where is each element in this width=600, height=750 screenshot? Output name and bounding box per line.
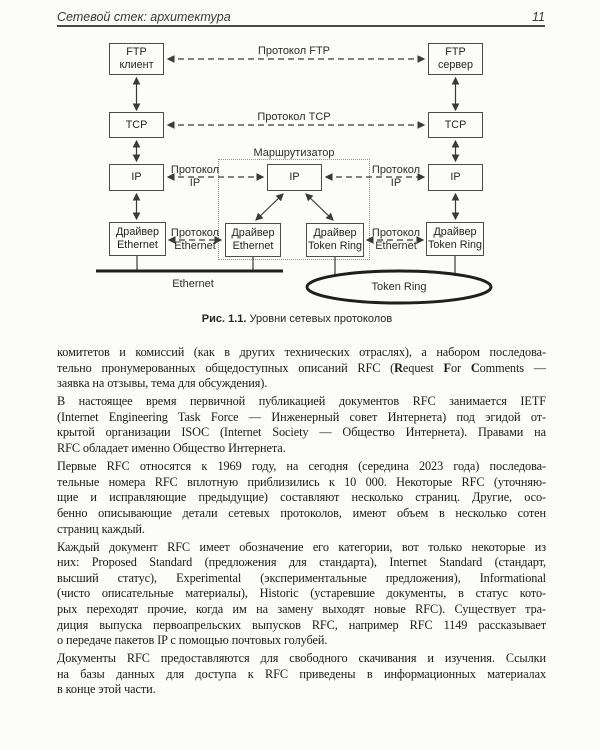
protocol-dashed-arrows <box>166 55 426 244</box>
label-protocol-ip-left: Протокол IP <box>170 164 220 189</box>
text-line: Документы RFC предоставляются для свобод… <box>57 651 546 666</box>
label-protocol-ftp: Протокол FTP <box>258 45 330 57</box>
text-line: бенно описывающие детали сетевых протоко… <box>57 505 546 520</box>
box-tcp-right: TCP <box>428 112 483 138</box>
paragraph-ietf-isoc: В настоящее время первичной публикацией … <box>57 394 546 456</box>
header-rule <box>57 25 545 27</box>
body-text: комитетов и комиссий (как в других техни… <box>57 345 546 701</box>
text-line: (чисто описательные материалы), Historic… <box>57 586 546 601</box>
text-line: заявка на отзывы, тема для обсуждения). <box>57 376 268 391</box>
box-driver-ethernet-left: Драйвер Ethernet <box>109 222 166 256</box>
text-line: крытой организации ISOC (Internet Societ… <box>57 425 546 440</box>
paragraph-rfc-access: Документы RFC предоставляются для свобод… <box>57 651 546 698</box>
text-line: на базы данных для доступа к RFC приведе… <box>57 666 546 681</box>
label-token-ring-network: Token Ring <box>371 281 427 293</box>
paragraph-rfc-history: Первые RFC относятся к 1969 году, на сег… <box>57 459 546 537</box>
text-line: в конце этой части. <box>57 682 156 697</box>
box-driver-token-ring-right: Драйвер Token Ring <box>426 222 484 256</box>
page-number: 11 <box>532 10 545 24</box>
label-protocol-tcp: Протокол TCP <box>257 111 331 123</box>
text-line: них: Proposed Standard (предложения для … <box>57 555 546 570</box>
box-ip-right: IP <box>428 164 483 191</box>
vertical-stack-arrows <box>132 76 460 221</box>
text-line: комитетов и комиссий (как в других техни… <box>57 345 546 359</box>
diagram-wires <box>96 55 493 305</box>
text-line: В настоящее время первичной публикацией … <box>57 394 546 409</box>
text-line: тельные номера RFC вплотную приблизились… <box>57 474 546 489</box>
text-line: Каждый документ RFC имеет обозначение ег… <box>57 539 546 554</box>
token-ring-ellipse <box>305 269 493 305</box>
text-line: рых переходят прочие, когда им на замену… <box>57 602 546 616</box>
text-line: тельно пронумерованных общедоступных опи… <box>57 360 546 375</box>
running-header-title: Сетевой стек: архитектура <box>57 10 231 24</box>
label-protocol-ethernet-right: Протокол Ethernet <box>371 227 421 252</box>
figure-caption: Рис. 1.1. Уровни сетевых протоколов <box>201 313 393 325</box>
text-line: Первые RFC относятся к 1969 году, на сег… <box>57 459 546 474</box>
text-line: (Internet Engineering Task Force — Инжен… <box>57 409 546 424</box>
text-line: о передаче пакетов IP с помощью почтовых… <box>57 633 328 648</box>
text-line: диция выпуска первоапрельских выпусков R… <box>57 617 546 632</box>
box-tcp-left: TCP <box>109 112 164 138</box>
text-line: страниц каждый. <box>57 521 145 536</box>
paragraph-rfc-categories: Каждый документ RFC имеет обозначение ег… <box>57 540 546 649</box>
box-driver-ethernet-router: Драйвер Ethernet <box>225 223 281 257</box>
label-protocol-ip-right: Протокол IP <box>371 164 421 189</box>
figure-network-stack: Маршрутизатор FTP клиент FTP сервер TCP … <box>0 0 600 340</box>
label-protocol-ethernet-left: Протокол Ethernet <box>170 227 220 252</box>
box-ftp-server: FTP сервер <box>428 43 483 75</box>
paragraph-rfc-intro: комитетов и комиссий (как в других техни… <box>57 345 546 392</box>
router-dotted-frame <box>218 159 370 260</box>
router-label: Маршрутизатор <box>253 147 335 159</box>
label-ethernet-network: Ethernet <box>172 278 214 290</box>
text-line: щие и исправляющие предыдущие) составляю… <box>57 490 546 505</box>
box-ip-left: IP <box>109 164 164 191</box>
box-ftp-client: FTP клиент <box>109 43 164 75</box>
text-line: высший статус), Experimental (эксперимен… <box>57 570 546 585</box>
box-driver-token-ring-router: Драйвер Token Ring <box>306 223 364 257</box>
box-ip-router: IP <box>267 164 322 191</box>
network-connectors <box>136 256 456 277</box>
text-line: RFC обладает именно Общество Интернета. <box>57 441 286 456</box>
